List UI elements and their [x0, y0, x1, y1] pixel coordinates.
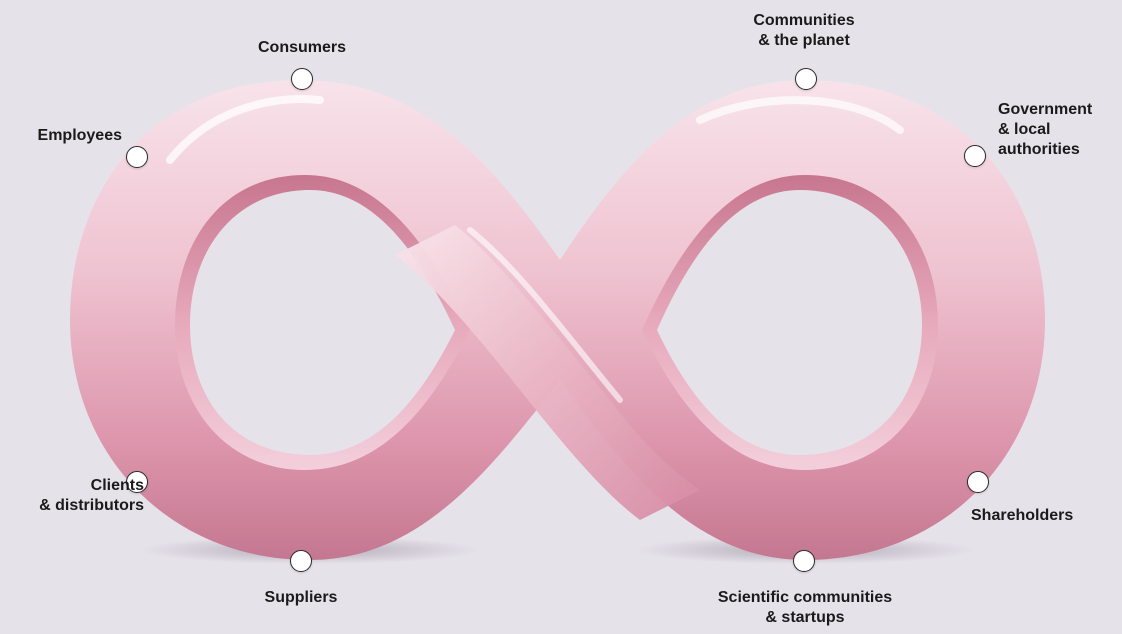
- label-consumers: Consumers: [258, 38, 346, 58]
- shareholders-node[interactable]: [967, 471, 989, 493]
- label-government: Government & local authorities: [998, 100, 1092, 160]
- suppliers-node[interactable]: [290, 550, 312, 572]
- label-shareholders: Shareholders: [971, 506, 1073, 526]
- government-node[interactable]: [964, 145, 986, 167]
- label-suppliers: Suppliers: [265, 588, 338, 608]
- label-communities: Communities & the planet: [753, 11, 854, 51]
- label-employees: Employees: [38, 126, 122, 146]
- label-clients: Clients & distributors: [39, 476, 144, 516]
- communities-node[interactable]: [795, 68, 817, 90]
- employees-node[interactable]: [126, 146, 148, 168]
- consumers-node[interactable]: [291, 68, 313, 90]
- scientific-node[interactable]: [793, 550, 815, 572]
- label-scientific: Scientific communities & startups: [718, 588, 892, 628]
